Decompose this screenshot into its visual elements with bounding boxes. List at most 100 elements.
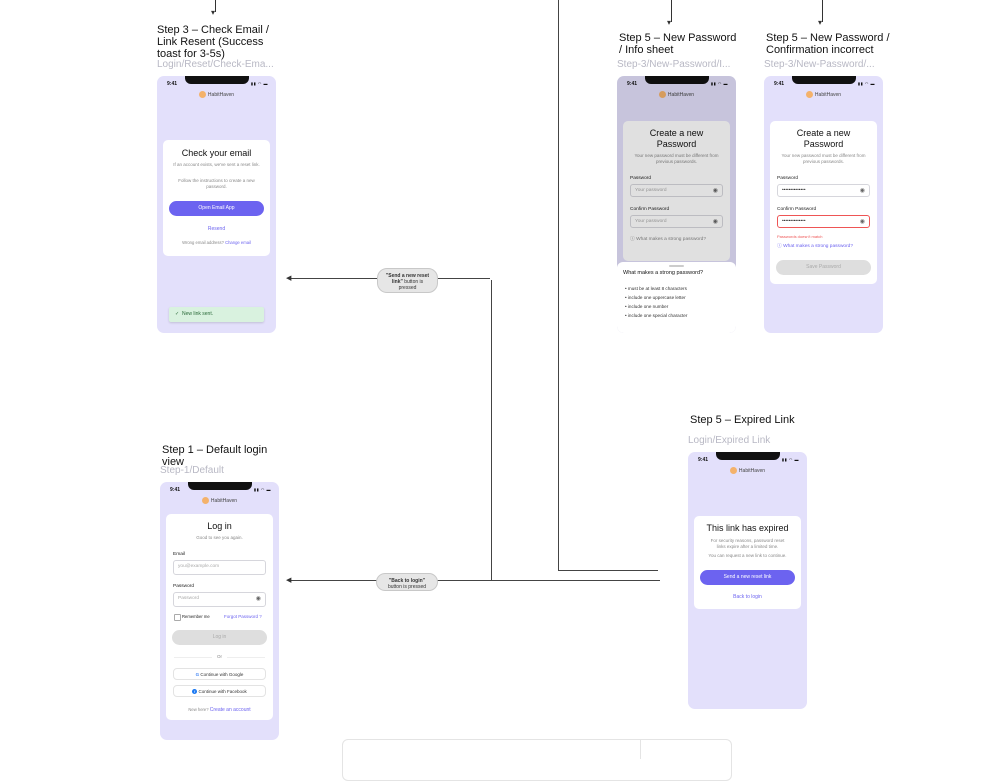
rule-text: include one uppercase letter — [627, 295, 686, 300]
logo-icon — [198, 91, 206, 98]
confirm-value: •••••••••••••• — [782, 219, 806, 224]
card-text-2: You can request a new link to continue. — [708, 553, 787, 558]
sheet-handle[interactable] — [669, 265, 684, 267]
frame-subtitle-step1: Step-1/Default — [160, 465, 224, 476]
brand-name: HabitHaven — [210, 497, 238, 504]
confirm-password-label: Confirm Password — [630, 207, 670, 212]
new-password-card: Create a new Password Your new password … — [623, 121, 730, 261]
login-card: Log in Good to see you again. Email you@… — [166, 514, 273, 720]
password-label: Password — [173, 584, 195, 589]
card-text-1: If an account exists, we've sent a reset… — [173, 162, 260, 167]
send-reset-link-pill: "Send a new reset link" button is presse… — [377, 268, 438, 293]
rule-item: • must be at least 8 characters — [625, 286, 687, 291]
new-password-card: Create a new Password Your new password … — [770, 121, 877, 284]
remember-checkbox[interactable] — [174, 614, 181, 621]
arrow-down-top-left — [215, 0, 216, 12]
expired-card: This link has expired For security reaso… — [694, 516, 801, 609]
phone-expired: 9:41 ▮▮ ◠ ▬ HabitHaven This link has exp… — [688, 452, 807, 709]
password-input[interactable]: •••••••••••••• ◉ — [777, 184, 870, 197]
confirm-password-input[interactable]: •••••••••••••• ◉ — [777, 215, 870, 228]
eye-icon[interactable]: ◉ — [712, 219, 718, 225]
brand-name: HabitHaven — [667, 91, 695, 98]
arrow-down-icon: ▾ — [211, 8, 216, 17]
frame-subtitle-step5-info: Step-3/New-Password/I... — [617, 59, 731, 70]
frame-title-step3: Step 3 – Check Email / Link Resent (Succ… — [157, 24, 269, 60]
password-value: •••••••••••••• — [782, 188, 806, 193]
check-email-card: Check your email If an account exists, w… — [163, 140, 270, 256]
strong-password-text: What makes a strong password? — [636, 237, 707, 242]
card-title: Log in — [207, 521, 232, 531]
frame-subtitle-expired: Login/Expired Link — [688, 435, 771, 446]
phone-notch — [187, 482, 252, 490]
connector-to-expired — [558, 570, 658, 571]
card-title: This link has expired — [706, 523, 789, 533]
facebook-label: Continue with Facebook — [198, 689, 247, 694]
wrong-email-row: Wrong email address? Change email — [163, 240, 270, 246]
strong-password-link[interactable]: ⓘ What makes a strong password? — [630, 235, 706, 242]
frame-subtitle-step5-confirm: Step-3/New-Password/... — [764, 59, 875, 70]
rule-item: • include one uppercase letter — [625, 295, 686, 300]
google-label: Continue with Google — [200, 672, 244, 677]
email-input[interactable]: you@example.com — [173, 560, 266, 575]
open-email-button[interactable]: Open Email App — [169, 201, 264, 216]
frame-subtitle-step3: Login/Reset/Check-Ema... — [157, 59, 274, 70]
eye-icon[interactable]: ◉ — [859, 188, 865, 194]
status-icons: ▮▮ ◠ ▬ — [857, 81, 875, 86]
continue-facebook-button[interactable]: f Continue with Facebook — [173, 685, 266, 697]
pill-bold: "Back to login" — [388, 578, 426, 584]
eye-icon[interactable]: ◉ — [859, 219, 865, 225]
rule-text: include one number — [627, 304, 669, 309]
phone-step1: 9:41 ▮▮ ◠ ▬ HabitHaven Log in Good to se… — [160, 482, 279, 740]
info-bottom-sheet: What makes a strong password? • must be … — [617, 262, 736, 333]
status-time: 9:41 — [170, 487, 181, 493]
brand-name: HabitHaven — [814, 91, 842, 98]
status-icons: ▮▮ ◠ ▬ — [253, 487, 271, 492]
brand-name: HabitHaven — [738, 467, 766, 474]
check-icon: ✓ — [175, 311, 180, 317]
status-time: 9:41 — [167, 81, 178, 87]
resend-link[interactable]: Resend — [207, 226, 226, 232]
eye-icon[interactable]: ◉ — [712, 188, 718, 194]
save-password-button[interactable]: Save Password — [776, 260, 871, 275]
connector-vertical-main — [558, 0, 559, 570]
card-text: Your new password must be different from… — [781, 153, 866, 164]
password-input[interactable]: Your password ◉ — [630, 184, 723, 197]
login-button[interactable]: Log in — [172, 630, 267, 645]
forgot-password-link[interactable]: Forgot Password ? — [224, 614, 262, 619]
partial-frame-bottom — [342, 739, 732, 781]
send-new-link-button[interactable]: Send a new reset link — [700, 570, 795, 585]
brand-logo: HabitHaven — [160, 497, 279, 504]
strong-password-link[interactable]: ⓘ What makes a strong password? — [777, 242, 853, 249]
password-placeholder: Your password — [635, 188, 667, 193]
wrong-email-text: Wrong email address? — [182, 240, 224, 245]
brand-logo: HabitHaven — [157, 91, 276, 98]
card-title: Check your email — [181, 148, 252, 158]
confirm-password-label: Confirm Password — [777, 207, 817, 212]
status-time: 9:41 — [698, 457, 709, 463]
back-to-login-link[interactable]: Back to login — [733, 594, 762, 600]
create-account-link[interactable]: Create an account — [209, 707, 251, 713]
info-icon: ⓘ — [630, 237, 635, 242]
email-placeholder: you@example.com — [178, 564, 220, 569]
phone-step3: 9:41 ▮▮ ◠ ▬ HabitHaven Check your email … — [157, 76, 276, 333]
password-input[interactable]: Password◉ — [173, 592, 266, 607]
sheet-title: What makes a strong password? — [623, 270, 704, 276]
card-title: Create a new Password — [796, 128, 851, 149]
phone-step5-confirm: 9:41 ▮▮ ◠ ▬ HabitHaven Create a new Pass… — [764, 76, 883, 333]
partial-frame-divider — [640, 739, 641, 759]
brand-logo: HabitHaven — [617, 91, 736, 98]
password-label: Password — [630, 176, 652, 181]
continue-google-button[interactable]: G Continue with Google — [173, 668, 266, 680]
confirm-password-input[interactable]: Your password ◉ — [630, 215, 723, 228]
arrow-left-icon: ◀ — [286, 275, 292, 282]
frame-title-step1: Step 1 – Default login view — [162, 444, 268, 468]
confirm-placeholder: Your password — [635, 219, 667, 224]
eye-icon[interactable]: ◉ — [255, 596, 261, 602]
frame-title-step5-info: Step 5 – New Password / Info sheet — [619, 32, 737, 56]
status-icons: ▮▮ ◠ ▬ — [781, 457, 799, 462]
card-text-2: Follow the instructions to create a new … — [178, 178, 255, 189]
change-email-link[interactable]: Change email — [225, 240, 251, 245]
rule-text: include one special character — [627, 313, 688, 318]
connector-to-step1 — [290, 580, 660, 581]
divider-right — [227, 657, 265, 658]
